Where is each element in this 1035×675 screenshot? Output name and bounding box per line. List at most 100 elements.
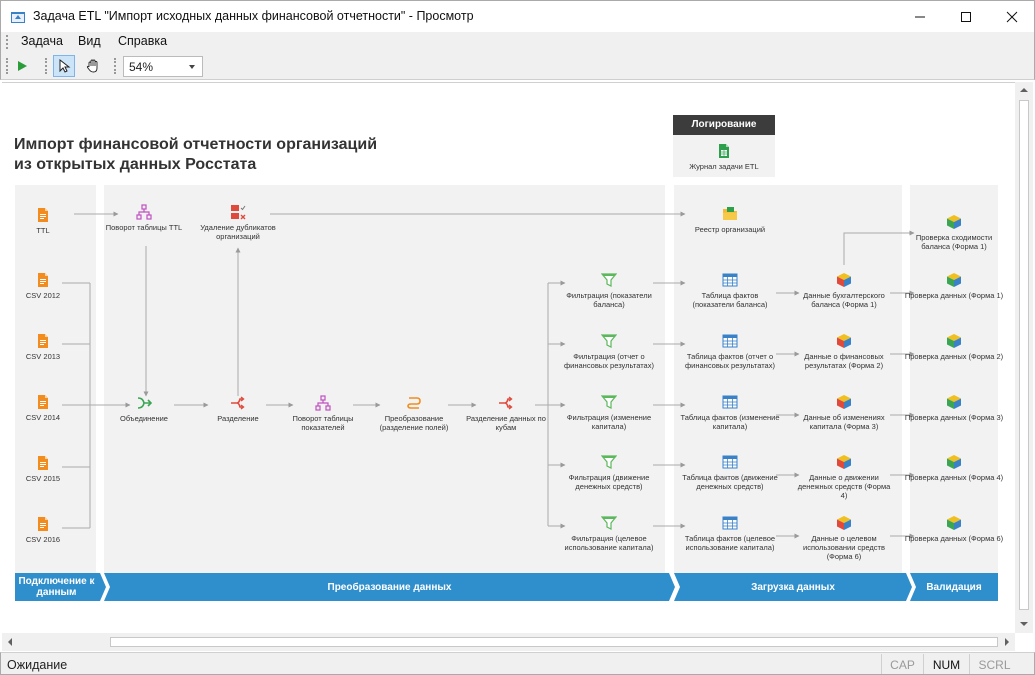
node-validate-5[interactable]: Проверка данных (Форма 6)	[904, 515, 1004, 543]
node-validate-3[interactable]: Проверка данных (Форма 3)	[904, 394, 1004, 422]
vertical-scrollbar[interactable]	[1015, 82, 1033, 633]
node-label: Проверка данных (Форма 4)	[904, 473, 1004, 482]
node-label: Журнал задачи ETL	[689, 162, 759, 171]
node-pivot-indicators[interactable]: Поворот таблицы показателей	[273, 395, 373, 432]
node-label: Поворот таблицы TTL	[105, 223, 183, 232]
diagram-title-line1: Импорт финансовой отчетности организаций	[14, 136, 378, 153]
horizontal-scrollbar[interactable]	[2, 633, 1015, 651]
diagram-title-line2: из открытых данных Росстата	[14, 156, 257, 173]
diagram-canvas[interactable]: Импорт финансовой отчетности организаций…	[2, 82, 1015, 633]
menu-view[interactable]: Вид	[78, 34, 101, 48]
run-button[interactable]	[11, 55, 33, 77]
pan-tool-button[interactable]	[82, 55, 104, 77]
node-convert[interactable]: Преобразование (разделение полей)	[364, 395, 464, 432]
node-cube-2[interactable]: Данные о финансовых результатах (Форма 2…	[794, 333, 894, 370]
stage-load: Загрузка данных	[674, 573, 912, 601]
node-split-cubes[interactable]: Разделение данных по кубам	[456, 395, 556, 432]
node-union[interactable]: Объединение	[94, 395, 194, 423]
minimize-button[interactable]	[897, 1, 943, 32]
panel-transform	[104, 185, 665, 573]
cursor-icon	[59, 59, 71, 73]
node-validate-1[interactable]: Проверка данных (Форма 1)	[904, 272, 1004, 300]
node-registry[interactable]: Реестр организаций	[680, 206, 780, 234]
node-split[interactable]: Разделение	[188, 395, 288, 423]
node-label: Данные об изменениях капитала (Форма 3)	[803, 413, 885, 431]
node-dedupe[interactable]: Удаление дубликатов организаций	[188, 204, 288, 241]
cube-check-icon	[947, 395, 961, 409]
node-journal[interactable]: Журнал задачи ETL	[674, 143, 774, 171]
node-filter-1[interactable]: Фильтрация (показатели баланса)	[559, 272, 659, 309]
stage-load-label: Загрузка данных	[751, 581, 835, 593]
node-source-csv2016[interactable]: CSV 2016	[2, 516, 93, 544]
zoom-select[interactable]: 54%	[123, 56, 203, 77]
table-icon	[722, 516, 738, 530]
filter-icon	[601, 516, 617, 530]
cube-check-icon	[947, 516, 961, 530]
node-table-1[interactable]: Таблица фактов (показатели баланса)	[680, 272, 780, 309]
node-table-5[interactable]: Таблица фактов (целевое использование ка…	[680, 515, 780, 552]
cube-check-icon	[947, 273, 961, 287]
node-label: Фильтрация (отчет о финансовых результат…	[564, 352, 654, 370]
node-cube-4[interactable]: Данные о движении денежных средств (Форм…	[794, 454, 894, 500]
node-source-csv2015[interactable]: CSV 2015	[2, 455, 93, 483]
node-filter-3[interactable]: Фильтрация (изменение капитала)	[559, 394, 659, 431]
filter-icon	[601, 455, 617, 469]
node-label: Таблица фактов (целевое использование ка…	[684, 534, 776, 552]
status-cap: CAP	[881, 654, 923, 674]
panel-validate	[910, 185, 998, 573]
node-validate-balance[interactable]: Проверка сходимости баланса (Форма 1)	[904, 214, 1004, 251]
filter-icon	[601, 273, 617, 287]
filter-icon	[601, 395, 617, 409]
menu-task[interactable]: Задача	[21, 34, 63, 48]
node-table-2[interactable]: Таблица фактов (отчет о финансовых резул…	[680, 333, 780, 370]
scroll-up-icon[interactable]	[1020, 88, 1028, 92]
cube-icon	[837, 395, 851, 409]
node-filter-4[interactable]: Фильтрация (движение денежных средств)	[559, 454, 659, 491]
node-label: Таблица фактов (изменение капитала)	[680, 413, 780, 431]
diagram-title: Импорт финансовой отчетности организаций…	[14, 135, 377, 175]
node-filter-5[interactable]: Фильтрация (целевое использование капита…	[559, 515, 659, 552]
window-title: Задача ETL "Импорт исходных данных финан…	[33, 9, 474, 23]
node-table-3[interactable]: Таблица фактов (изменение капитала)	[680, 394, 780, 431]
table-icon	[722, 455, 738, 469]
status-num: NUM	[923, 654, 969, 674]
node-source-csv2014[interactable]: CSV 2014	[2, 394, 93, 422]
node-cube-1[interactable]: Данные бухгалтерского баланса (Форма 1)	[794, 272, 894, 309]
node-pivot-ttl[interactable]: Поворот таблицы TTL	[94, 204, 194, 232]
node-label: Фильтрация (изменение капитала)	[566, 413, 652, 431]
node-label: TTL	[36, 226, 50, 235]
app-icon	[11, 12, 25, 23]
scroll-down-icon[interactable]	[1020, 622, 1028, 626]
scroll-left-icon[interactable]	[8, 638, 12, 646]
node-label: Проверка данных (Форма 6)	[904, 534, 1004, 543]
select-tool-button[interactable]	[53, 55, 75, 77]
close-button[interactable]	[989, 1, 1035, 32]
split-icon	[499, 396, 513, 410]
node-table-4[interactable]: Таблица фактов (движение денежных средст…	[680, 454, 780, 491]
vertical-scroll-thumb[interactable]	[1019, 100, 1029, 610]
menu-help[interactable]: Справка	[118, 34, 168, 48]
panel-load	[674, 185, 902, 573]
node-label: Разделение данных по кубам	[466, 414, 546, 432]
scroll-right-icon[interactable]	[1005, 638, 1009, 646]
stage-validate: Валидация	[910, 573, 998, 601]
node-source-csv2013[interactable]: CSV 2013	[2, 333, 93, 361]
cube-icon	[837, 455, 851, 469]
node-validate-4[interactable]: Проверка данных (Форма 4)	[904, 454, 1004, 482]
node-source-csv2012[interactable]: CSV 2012	[2, 272, 93, 300]
stage-validate-label: Валидация	[926, 581, 982, 593]
node-cube-5[interactable]: Данные о целевом использовании средств (…	[794, 515, 894, 561]
node-cube-3[interactable]: Данные об изменениях капитала (Форма 3)	[794, 394, 894, 431]
logging-header: Логирование	[673, 115, 775, 135]
node-validate-2[interactable]: Проверка данных (Форма 2)	[904, 333, 1004, 361]
horizontal-scroll-thumb[interactable]	[110, 637, 998, 647]
node-label: Проверка данных (Форма 1)	[904, 291, 1004, 300]
node-source-ttl[interactable]: TTL	[2, 207, 93, 235]
node-filter-2[interactable]: Фильтрация (отчет о финансовых результат…	[559, 333, 659, 370]
toolbar-grip	[6, 58, 9, 74]
merge-icon	[137, 397, 152, 409]
maximize-button[interactable]	[943, 1, 989, 32]
toolbar: 54%	[0, 52, 1035, 80]
node-label: Объединение	[120, 414, 168, 423]
stage-connect-label: Подключение к данным	[18, 576, 95, 598]
